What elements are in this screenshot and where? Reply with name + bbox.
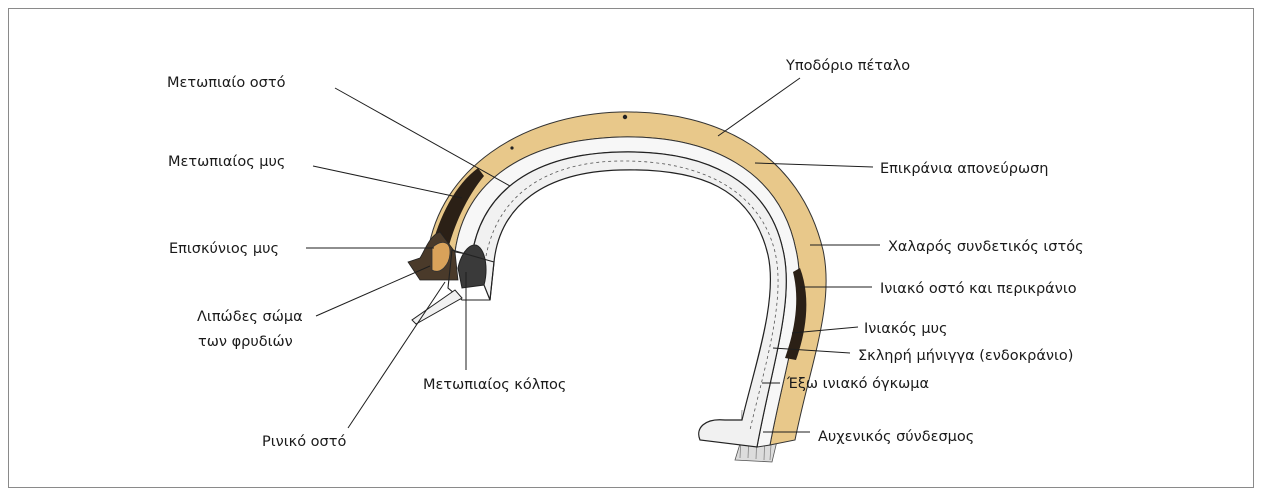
- label-frontal-bone: Μετωπιαίο οστό: [167, 75, 286, 91]
- nasal-bone-shape: [412, 290, 462, 324]
- label-nasal-bone: Ρινικό οστό: [262, 434, 346, 450]
- label-protuberance: Έξω ινιακό όγκωμα: [786, 376, 929, 392]
- label-loose-tissue: Χαλαρός συνδετικός ιστός: [888, 239, 1084, 255]
- label-galea: Επικράνια απονεύρωση: [880, 161, 1049, 177]
- leader-fat-pad: [316, 266, 430, 316]
- label-fat-pad-line2: των φρυδιών: [198, 334, 293, 350]
- label-occipital-muscle: Ινιακός μυς: [864, 321, 948, 337]
- leader-subcutaneous-layer: [718, 78, 800, 136]
- skull-bone-layer: [472, 152, 786, 447]
- label-fat-pad-line1: Λιπώδες σώμα: [197, 309, 303, 325]
- label-dura: Σκληρή μήνιγγα (ενδοκράνιο): [858, 348, 1073, 364]
- label-orbicularis-muscle: Επισκύνιος μυς: [169, 241, 279, 257]
- label-occipital-bone: Ινιακό οστό και περικράνιο: [880, 281, 1077, 297]
- leader-nasal-bone: [348, 282, 445, 428]
- label-subcutaneous-layer: Υποδόριο πέταλο: [785, 58, 910, 74]
- label-frontal-sinus: Μετωπιαίος κόλπος: [423, 377, 566, 393]
- leader-frontal-bone: [335, 88, 510, 186]
- leader-frontalis-muscle: [313, 166, 462, 198]
- label-frontalis-muscle: Μετωπιαίος μυς: [168, 154, 285, 170]
- label-nuchal-ligament: Αυχενικός σύνδεσμος: [818, 429, 974, 445]
